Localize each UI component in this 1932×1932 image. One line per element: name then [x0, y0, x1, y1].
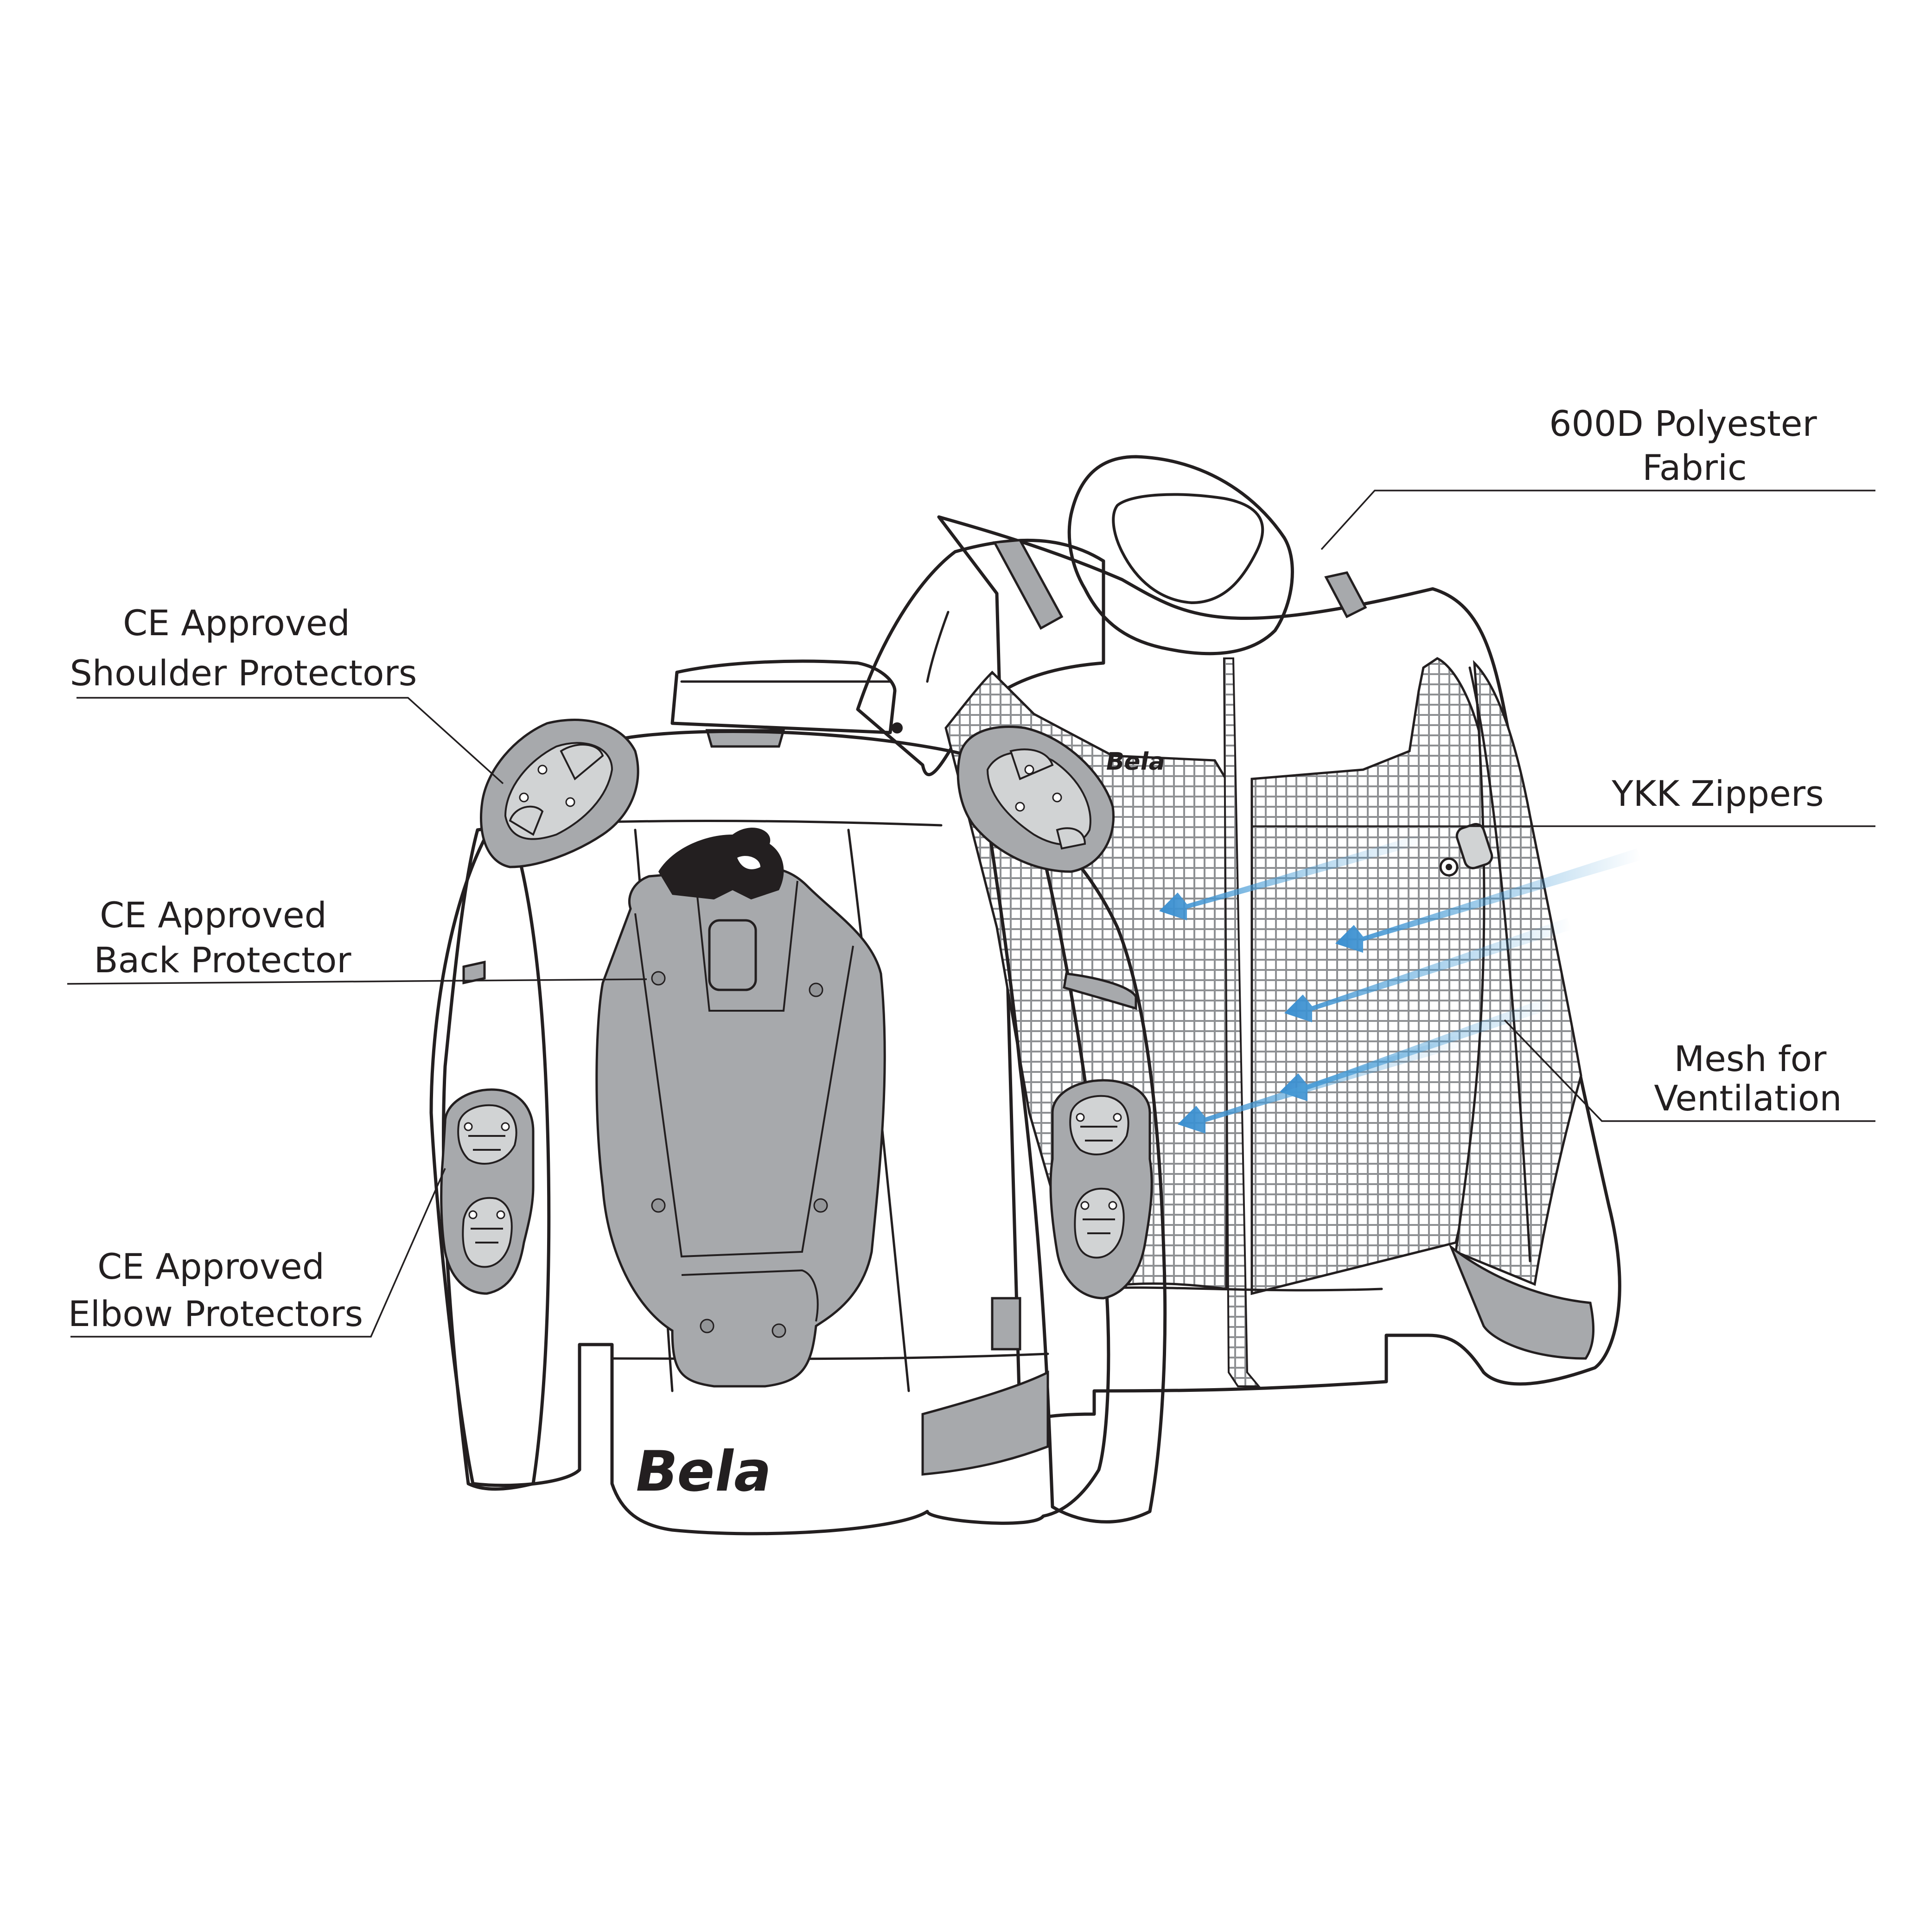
leader-elbow [70, 1168, 446, 1338]
front-jacket-body [937, 515, 1621, 1425]
callout-elbow-line2: Elbow Protectors [68, 1293, 363, 1334]
back-right-sleeve [981, 786, 1167, 1524]
front-zipper [1223, 657, 1261, 1387]
elbow-protector-left [440, 1088, 535, 1295]
callout-back-line2: Back Protector [94, 939, 351, 981]
callout-elbow-line1: CE Approved [97, 1246, 325, 1287]
shoulder-protector-right [956, 726, 1115, 873]
callout-polyester: 600D Polyester Fabric [1549, 403, 1817, 488]
front-mesh-panel-sleeve [1454, 660, 1582, 1286]
back-protector-inner [634, 913, 854, 1258]
front-snap-center [1446, 864, 1452, 870]
back-protector-rivet [772, 1323, 786, 1338]
back-protector-rivet [809, 982, 823, 997]
callout-elbow: CE Approved Elbow Protectors [68, 1246, 363, 1334]
front-jacket-collar [1067, 455, 1294, 656]
front-shoulder-stripe-right [1324, 571, 1367, 618]
back-hem-logo: Bela [630, 1439, 778, 1504]
airflow-arrow-3 [1284, 918, 1572, 1022]
back-protector-slot [708, 919, 757, 991]
airflow-arrow-5 [1178, 1034, 1465, 1134]
leader-shoulder [77, 697, 504, 784]
callout-zippers-line1: YKK Zippers [1611, 773, 1824, 814]
airflow-arrow-2 [1335, 848, 1641, 953]
elbow-protector-right [1049, 1079, 1153, 1300]
airflow-arrows [1159, 835, 1641, 1134]
back-protector-top-plate [695, 878, 798, 1012]
back-jacket: Bela [429, 659, 1167, 1536]
leader-back [67, 978, 647, 985]
front-jacket-collar-inner [1112, 493, 1264, 604]
back-collar-snap [892, 722, 903, 733]
back-side-tab [991, 1297, 1021, 1351]
callout-polyester-line2: Fabric [1642, 447, 1747, 488]
callout-back-line1: CE Approved [100, 894, 327, 936]
back-left-sleeve [442, 823, 551, 1491]
callout-shoulder-line1: CE Approved [123, 602, 350, 644]
back-protector-rivet [813, 1198, 828, 1213]
callout-zippers: YKK Zippers [1611, 773, 1824, 814]
callout-shoulder: CE Approved Shoulder Protectors [70, 602, 417, 694]
airflow-arrow-1 [1159, 835, 1423, 920]
front-shoulder-stripe-left [992, 539, 1064, 630]
back-protector [595, 866, 886, 1388]
callout-mesh: Mesh for Ventilation [1654, 1038, 1842, 1119]
shoulder-protector-left [480, 719, 639, 868]
back-left-sleeve-band [462, 960, 486, 985]
front-cuff-panel [1448, 1243, 1595, 1360]
callout-polyester-line1: 600D Polyester [1549, 403, 1817, 444]
back-protector-lower-plate [681, 1269, 819, 1322]
back-hem-seam [611, 1352, 1049, 1360]
front-sleeve-seam-2 [926, 611, 950, 683]
leader-polyester [1320, 490, 1875, 550]
front-sleeve-seam-1 [1468, 666, 1531, 1262]
back-mascot-emblem [658, 828, 784, 899]
front-chest-logo: Bela [1103, 747, 1167, 776]
back-protector-rivet [651, 971, 666, 986]
callout-mesh-line1: Mesh for [1674, 1038, 1827, 1079]
callout-back: CE Approved Back Protector [94, 894, 351, 981]
callout-mesh-line2: Ventilation [1654, 1078, 1842, 1119]
callout-shoulder-line2: Shoulder Protectors [70, 652, 417, 694]
leader-mesh [1504, 1019, 1875, 1122]
leader-lines [67, 490, 1875, 1338]
back-protector-rivet [700, 1319, 714, 1333]
back-protector-rivet [651, 1198, 666, 1213]
back-right-sleeve-band [1063, 972, 1137, 1010]
back-side-belt [921, 1370, 1049, 1476]
